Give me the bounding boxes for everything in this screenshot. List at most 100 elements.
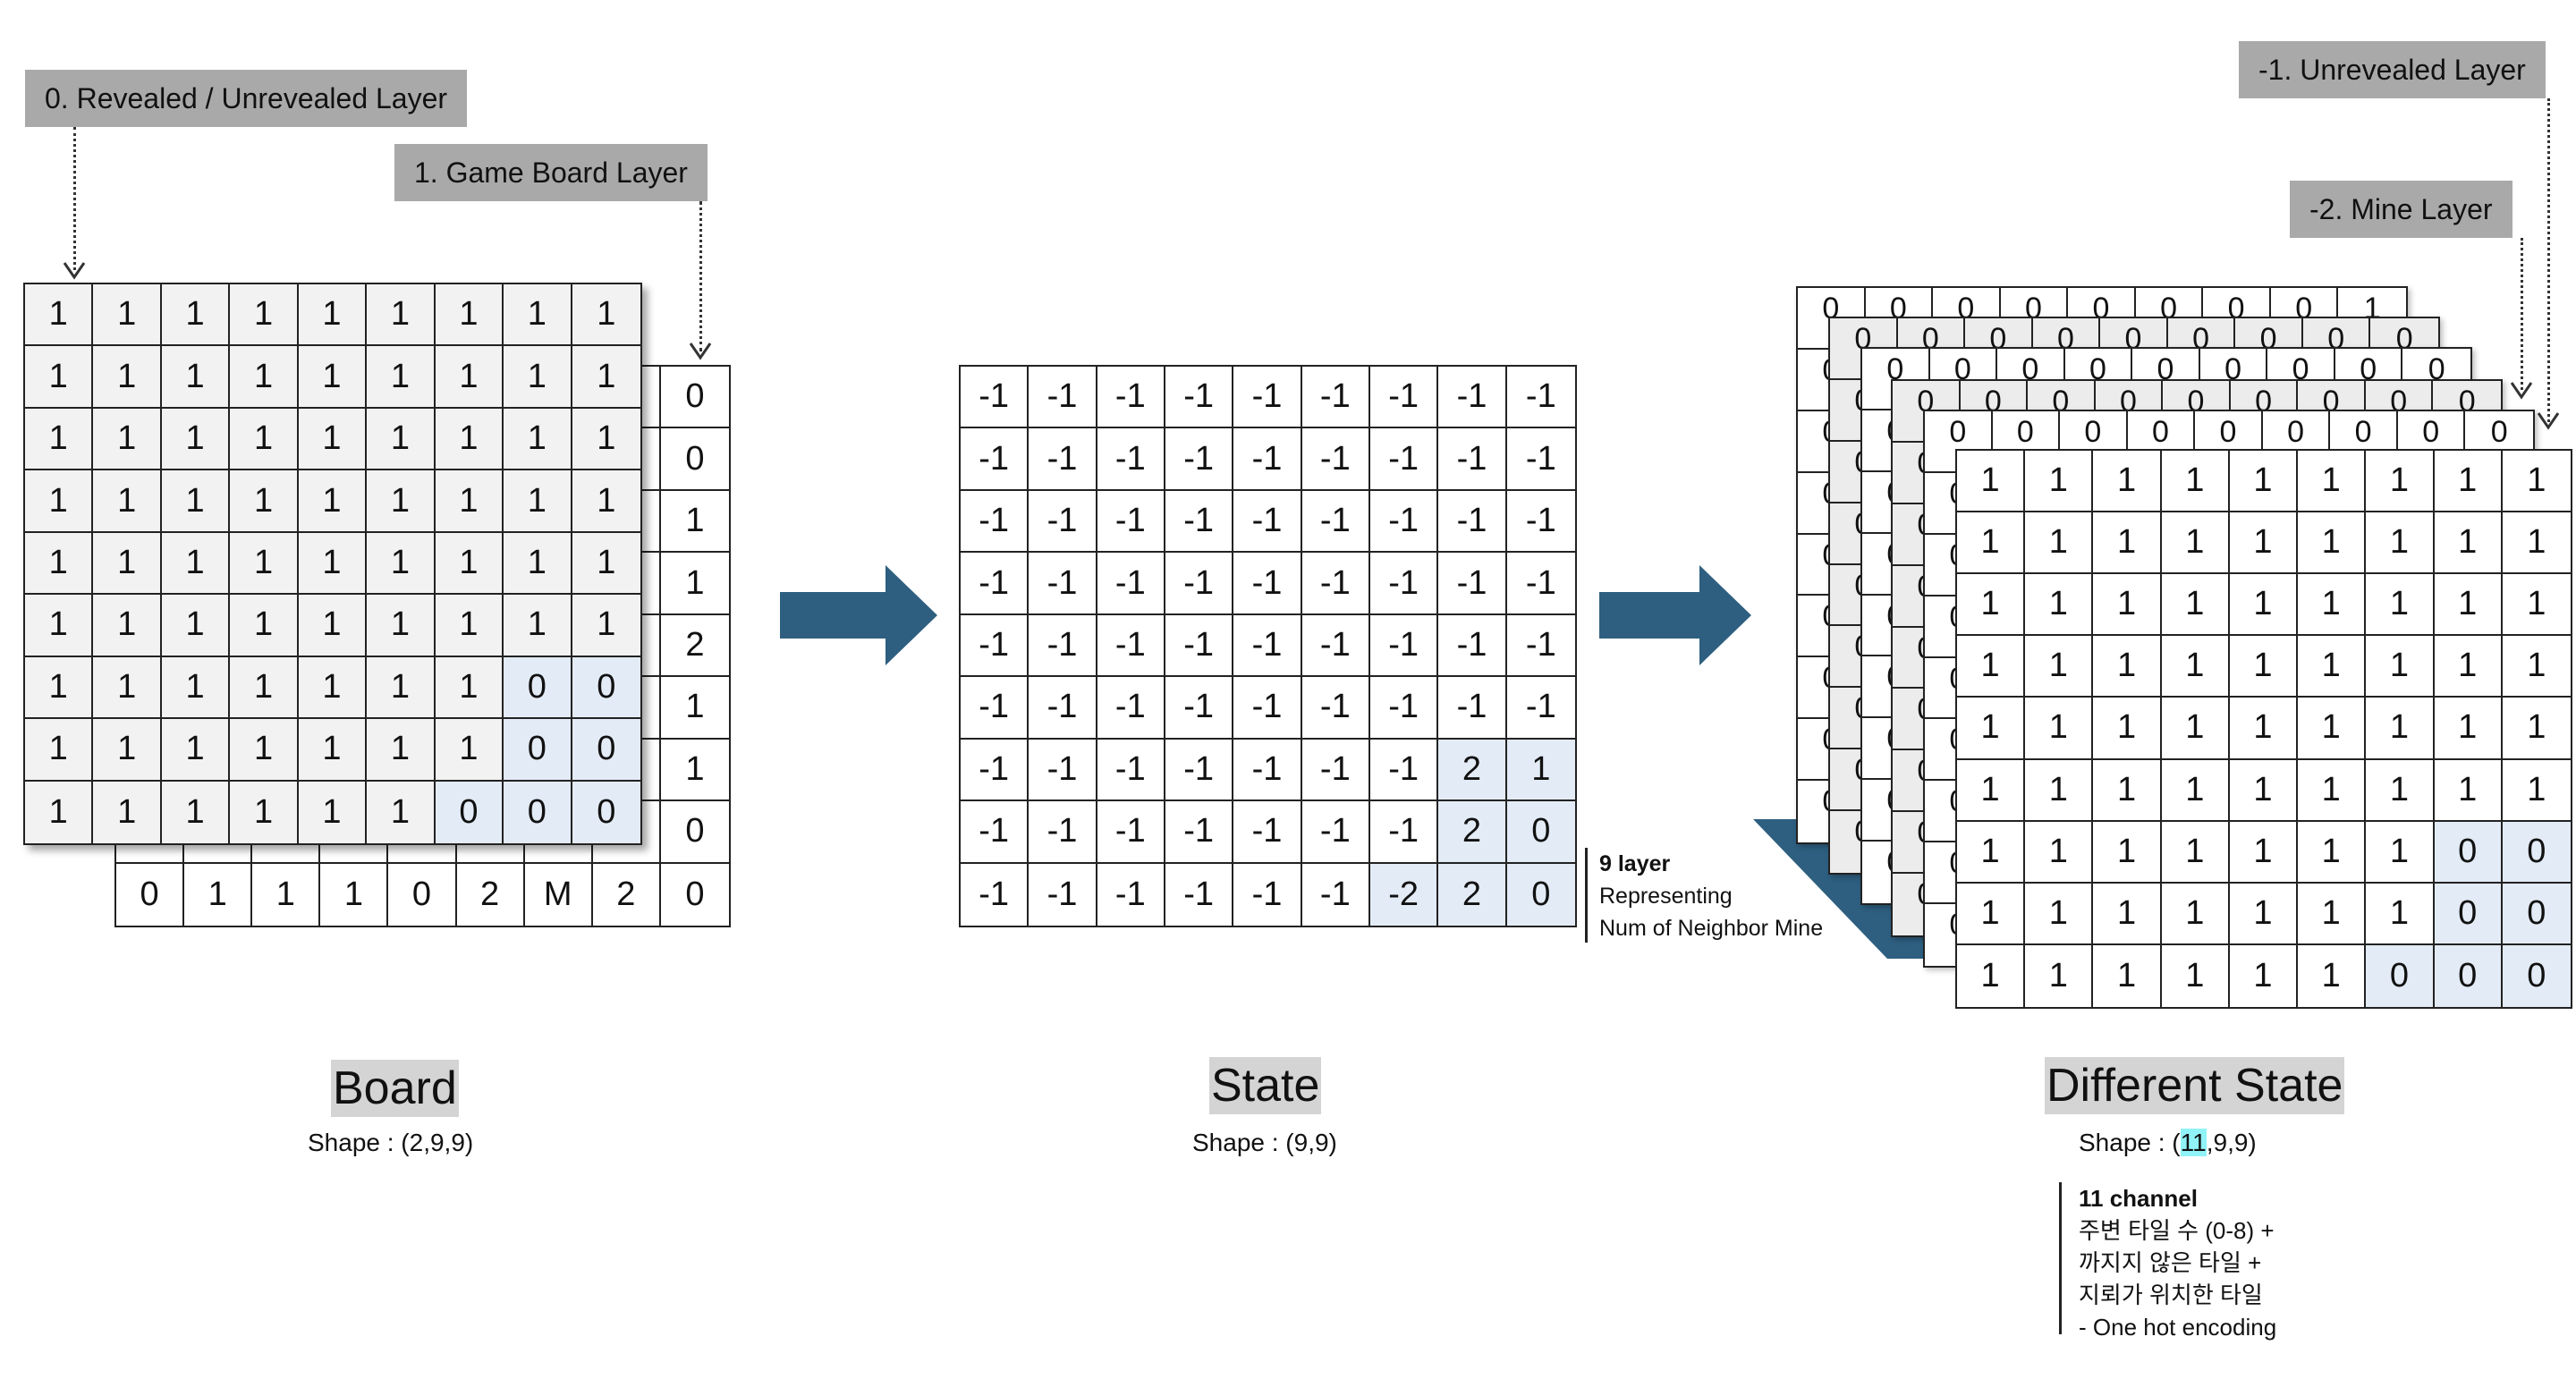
state-note-line2: Num of Neighbor Mine — [1599, 916, 1824, 941]
grid-cell: -1 — [1370, 739, 1439, 802]
grid-cell: 1 — [93, 470, 162, 533]
grid-cell: 1 — [660, 677, 729, 740]
grid-cell: 1 — [2298, 944, 2367, 1007]
grid-cell: -1 — [1301, 428, 1370, 491]
grid-cell: 1 — [25, 656, 94, 720]
grid-cell: 1 — [184, 863, 253, 926]
grid-cell: -1 — [1302, 863, 1370, 926]
right-arrow-icon — [1599, 565, 1751, 665]
grid-cell: 1 — [2093, 636, 2162, 698]
grid-cell: -1 — [1097, 739, 1165, 802]
grid-cell: 1 — [1957, 883, 2026, 945]
state-note-bar — [1585, 848, 1588, 943]
grid-cell: 1 — [367, 346, 436, 409]
grid-cell: 1 — [660, 740, 729, 802]
grid-cell: -1 — [1165, 863, 1234, 926]
diff-note-title: 11 channel — [2079, 1185, 2198, 1212]
grid-cell: 0 — [504, 656, 572, 720]
grid-cell: 0 — [2502, 883, 2571, 945]
grid-cell: -1 — [1165, 367, 1234, 429]
grid-cell: 1 — [2366, 451, 2435, 513]
grid-cell: 1 — [2025, 944, 2094, 1007]
grid-cell: 1 — [25, 346, 94, 409]
grid-cell: 1 — [435, 656, 504, 720]
grid-cell: -1 — [1165, 428, 1234, 491]
grid-cell — [592, 801, 661, 864]
game-board-layer-pointer-head — [689, 343, 712, 360]
grid-cell: -1 — [1029, 801, 1097, 864]
mine-layer-pointer — [2521, 238, 2523, 390]
revealed-layer-pointer-head — [63, 262, 86, 280]
grid-cell: 1 — [2093, 759, 2162, 822]
grid-cell: -1 — [1097, 553, 1165, 615]
grid-cell: -1 — [1438, 677, 1507, 740]
grid-cell: 0 — [116, 863, 185, 926]
grid-cell: 0 — [388, 863, 457, 926]
diff-note-line3: 지뢰가 위치한 타일 — [2079, 1282, 2263, 1308]
grid-cell: -1 — [1233, 614, 1302, 678]
grid-cell: -1 — [1097, 614, 1165, 678]
grid-cell: 1 — [2366, 636, 2435, 698]
state-title: State — [1209, 1057, 1322, 1114]
grid-cell: 1 — [93, 408, 162, 471]
grid-cell: -1 — [961, 801, 1030, 864]
diff-note-line2: 까지지 않은 타일 + — [2079, 1249, 2262, 1276]
grid-cell: 1 — [2502, 451, 2571, 513]
grid-cell: 1 — [25, 719, 94, 782]
grid-cell: -1 — [1438, 490, 1507, 554]
grid-cell: 0 — [2434, 821, 2503, 884]
grid-cell: 1 — [2366, 574, 2435, 637]
grid-cell: 1 — [2161, 636, 2230, 698]
grid-cell: -1 — [1233, 863, 1302, 926]
diff-note-line1: 주변 타일 수 (0-8) + — [2079, 1217, 2275, 1244]
grid-cell: 1 — [2093, 944, 2162, 1007]
grid-cell: 1 — [2093, 512, 2162, 575]
grid-cell: 1 — [230, 781, 299, 843]
grid-cell: -1 — [1029, 367, 1097, 429]
grid-cell: 1 — [660, 491, 729, 554]
grid-cell: -1 — [1165, 490, 1234, 554]
grid-cell: -1 — [1301, 490, 1370, 554]
grid-cell: 1 — [1957, 821, 2026, 884]
grid-cell: 1 — [2298, 883, 2367, 945]
grid-cell: 1 — [320, 863, 389, 926]
grid-cell: -1 — [1438, 367, 1507, 429]
grid-cell: 1 — [367, 656, 436, 720]
grid-cell: 1 — [299, 781, 368, 843]
grid-cell: -1 — [1506, 615, 1575, 678]
grid-cell: 1 — [2434, 451, 2503, 513]
grid-cell: -1 — [1506, 677, 1575, 740]
grid-cell: 1 — [435, 346, 504, 409]
grid-cell: 1 — [2298, 451, 2367, 513]
grid-cell: 1 — [298, 656, 368, 720]
grid-cell: 0 — [2366, 944, 2435, 1007]
grid-cell: -1 — [1506, 428, 1575, 491]
grid-cell: -1 — [1301, 553, 1370, 615]
grid-cell: 1 — [504, 532, 572, 596]
grid-cell: 1 — [2025, 821, 2094, 884]
grid-cell: 1 — [2093, 451, 2162, 513]
grid-cell: 1 — [2093, 698, 2162, 760]
grid-cell: -1 — [1370, 428, 1439, 491]
grid-cell: -1 — [961, 614, 1030, 678]
grid-cell: 1 — [572, 346, 640, 409]
grid-cell: 1 — [93, 781, 162, 843]
grid-cell: 1 — [2025, 451, 2094, 513]
grid-cell: M — [525, 863, 593, 926]
grid-cell: 1 — [435, 595, 504, 657]
grid-cell: 1 — [298, 595, 368, 657]
grid-cell: 0 — [504, 719, 572, 782]
game-board-layer-label: 1. Game Board Layer — [394, 144, 708, 201]
grid-cell: 1 — [2298, 574, 2367, 637]
right-arrow-icon — [780, 565, 937, 665]
grid-cell: 1 — [1957, 759, 2026, 822]
grid-cell: 1 — [2229, 512, 2299, 575]
grid-cell: 1 — [162, 781, 231, 843]
grid-cell: 1 — [2502, 512, 2571, 575]
grid-cell: -1 — [961, 428, 1030, 491]
grid-cell: 1 — [572, 284, 640, 347]
grid-cell: 1 — [435, 470, 504, 533]
grid-cell: -1 — [1301, 801, 1370, 864]
grid-cell: -1 — [1233, 490, 1302, 554]
